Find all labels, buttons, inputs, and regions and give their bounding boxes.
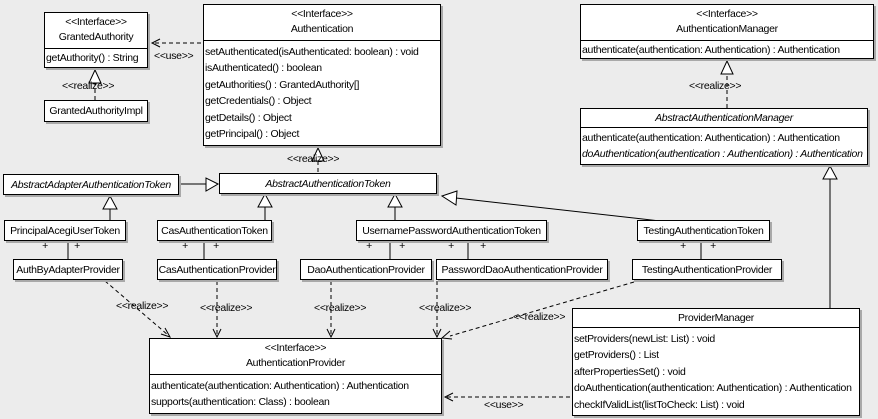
class-name: GrantedAuthority — [58, 31, 134, 43]
method-row: getAuthority() : String — [46, 52, 139, 64]
association-role-plus: + — [399, 240, 405, 252]
class-box-testing-authentication-token[interactable]: TestingAuthenticationToken — [637, 220, 770, 241]
stereotype-label: <<Interface>> — [65, 16, 127, 28]
realize-stereotype-label: <<realize>> — [287, 153, 340, 165]
association-role-plus: + — [710, 240, 716, 252]
use-arrowheads — [150, 38, 454, 402]
method-row: supports(authentication: Class) : boolea… — [151, 396, 330, 409]
realize-stereotype-label: <<realize>> — [689, 80, 742, 92]
realize-stereotype-label: <<realize>> — [116, 300, 169, 312]
association-role-plus: + — [680, 240, 686, 252]
method-row: afterPropertiesSet() : void — [574, 365, 686, 378]
class-box-principal-acegi-user-token[interactable]: PrincipalAcegiUserToken — [4, 220, 126, 241]
class-name: TestingAuthenticationProvider — [641, 263, 773, 276]
class-box-abstract-adapter-authentication-token[interactable]: AbstractAdapterAuthenticationToken — [3, 174, 179, 195]
class-name: CasAuthenticationToken — [161, 224, 268, 237]
method-row: getProviders() : List — [574, 349, 659, 361]
class-box-password-dao-authentication-provider[interactable]: PasswordDaoAuthenticationProvider — [436, 259, 608, 280]
use-stereotype-label: <<use>> — [484, 399, 524, 411]
class-name: AuthByAdapterProvider — [16, 263, 120, 276]
class-box-abstract-authentication-token[interactable]: AbstractAuthenticationToken — [219, 173, 437, 194]
class-box-testing-authentication-provider[interactable]: TestingAuthenticationProvider — [632, 259, 782, 280]
method-row: authenticate(authentication: Authenticat… — [582, 43, 840, 56]
association-role-plus: + — [182, 240, 188, 252]
method-row: doAuthentication(authentication: Authent… — [574, 382, 852, 394]
realization-edges — [94, 74, 728, 337]
method-row: doAuthentication(authentication : Authen… — [582, 148, 863, 160]
class-box-granted-authority[interactable]: <<Interface>> GrantedAuthority getAuthor… — [44, 12, 148, 68]
realize-stereotype-label: <<realize>> — [62, 80, 115, 92]
realize-stereotype-label: <<realize>> — [513, 311, 566, 323]
method-row: checkIfValidList(listToCheck: List) : vo… — [574, 398, 745, 411]
class-name: ProviderManager — [573, 309, 859, 328]
stereotype-label: <<Interface>> — [696, 8, 758, 20]
use-stereotype-label: <<use>> — [154, 50, 194, 62]
stereotype-label: <<Interface>> — [291, 8, 353, 20]
method-row: getAuthorities() : GrantedAuthority[] — [205, 78, 360, 91]
class-box-abstract-authentication-manager[interactable]: AbstractAuthenticationManager authentica… — [580, 108, 868, 165]
method-row: setAuthenticated(isAuthenticated: boolea… — [205, 45, 419, 58]
class-name: TestingAuthenticationToken — [643, 224, 764, 237]
association-role-plus: + — [366, 240, 372, 252]
class-name: PrincipalAcegiUserToken — [10, 224, 120, 237]
class-box-username-password-authentication-token[interactable]: UsernamePasswordAuthenticationToken — [356, 220, 547, 241]
class-box-cas-authentication-token[interactable]: CasAuthenticationToken — [157, 220, 272, 241]
generalization-edges — [102, 164, 838, 308]
association-role-plus: + — [74, 240, 80, 252]
realize-stereotype-label: <<realize>> — [200, 302, 253, 314]
use-edges — [153, 42, 570, 398]
method-row: setProviders(newList: List) : void — [574, 332, 715, 345]
method-row: isAuthenticated() : boolean — [205, 62, 322, 75]
class-box-granted-authority-impl[interactable]: GrantedAuthorityImpl — [44, 100, 148, 122]
class-name: AuthenticationManager — [676, 23, 778, 35]
class-box-authentication[interactable]: <<Interface>> Authentication setAuthenti… — [203, 4, 441, 146]
class-name: AbstractAuthenticationToken — [265, 177, 391, 190]
class-name: PasswordDaoAuthenticationProvider — [441, 263, 603, 276]
realize-stereotype-label: <<realize>> — [419, 302, 472, 314]
class-name: AuthenticationProvider — [245, 357, 346, 369]
association-role-plus: + — [42, 240, 48, 252]
class-box-dao-authentication-provider[interactable]: DaoAuthenticationProvider — [300, 259, 432, 280]
class-name: UsernamePasswordAuthenticationToken — [362, 224, 541, 237]
class-name: DaoAuthenticationProvider — [307, 263, 425, 276]
association-edges — [67, 242, 702, 259]
class-box-authentication-provider[interactable]: <<Interface>> AuthenticationProvider aut… — [149, 338, 442, 414]
class-box-provider-manager[interactable]: ProviderManager setProviders(newList: Li… — [572, 308, 860, 416]
realize-stereotype-label: <<realize>> — [314, 302, 367, 314]
class-box-cas-authentication-provider[interactable]: CasAuthenticationProvider — [157, 259, 277, 280]
association-role-plus: + — [213, 240, 219, 252]
association-role-plus: + — [480, 240, 486, 252]
method-row: authenticate(authentication: Authenticat… — [151, 379, 409, 392]
class-name: AbstractAuthenticationManager — [581, 109, 867, 128]
method-row: authenticate(authentication: Authenticat… — [582, 132, 840, 144]
class-box-auth-by-adapter-provider[interactable]: AuthByAdapterProvider — [13, 259, 123, 280]
class-name: CasAuthenticationProvider — [158, 263, 276, 276]
class-name: GrantedAuthorityImpl — [49, 105, 143, 117]
realization-arrowheads — [88, 59, 734, 340]
association-role-plus: + — [448, 240, 454, 252]
stereotype-label: <<Interface>> — [264, 342, 327, 354]
method-row: getPrincipal() : Object — [205, 128, 300, 141]
class-name: AbstractAdapterAuthenticationToken — [11, 178, 171, 191]
method-row: getCredentials() : Object — [205, 95, 312, 108]
class-box-authentication-manager[interactable]: <<Interface>> AuthenticationManager auth… — [580, 4, 874, 59]
class-name: Authentication — [290, 23, 354, 35]
method-row: getDetails() : Object — [205, 111, 292, 124]
